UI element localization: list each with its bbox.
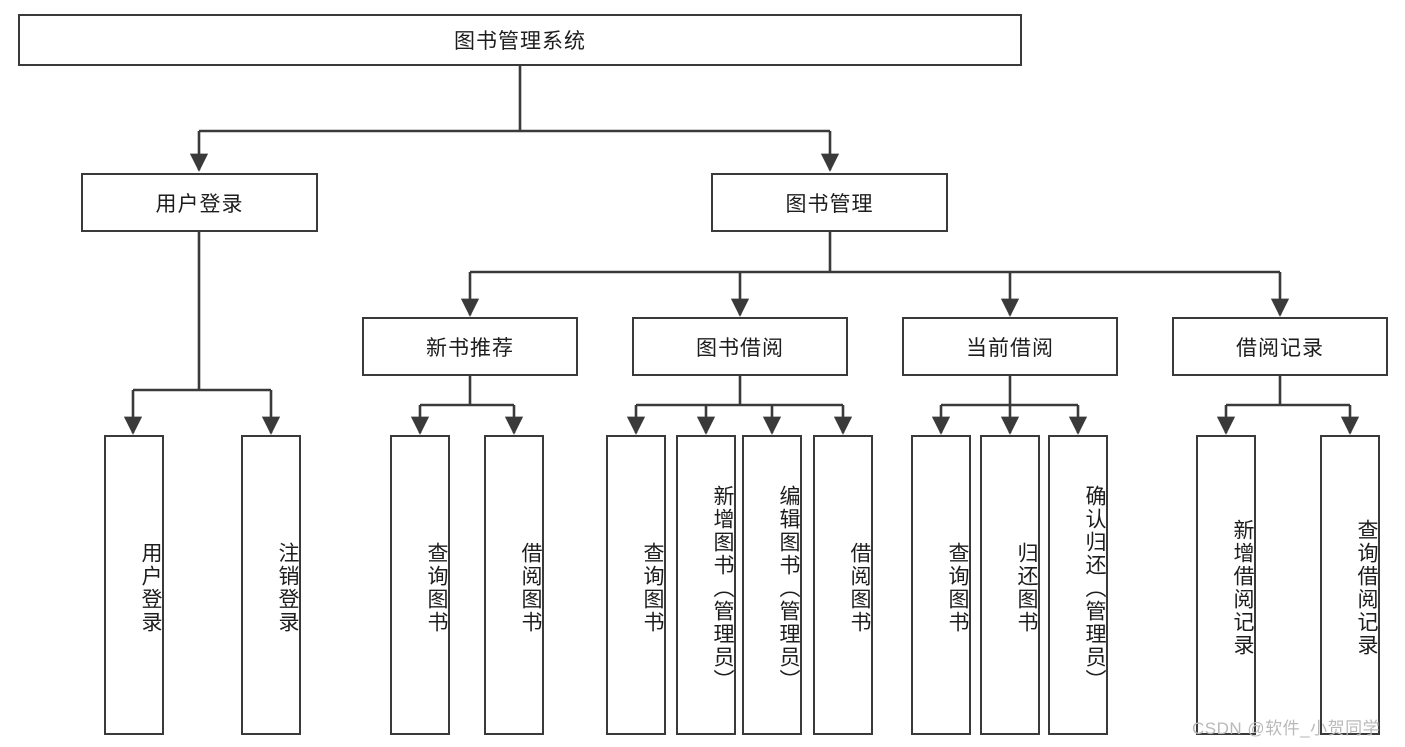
leaf-borrow-record-add[interactable]: 新增借阅记录 [1196, 435, 1256, 735]
node-label: 当前借阅 [966, 336, 1054, 360]
leaf-current-borrow-query[interactable]: 查询图书 [911, 435, 971, 735]
node-new-book-recommend[interactable]: 新书推荐 [362, 317, 578, 376]
leaf-new-book-borrow[interactable]: 借阅图书 [484, 435, 544, 735]
leaf-user-login-signin[interactable]: 用户登录 [104, 435, 164, 735]
node-label: 确认归还（管理员） [1083, 484, 1106, 692]
node-label: 借阅图书 [848, 542, 871, 634]
node-label: 注销登录 [276, 542, 299, 634]
node-label: 新书推荐 [426, 336, 514, 360]
leaf-current-borrow-return[interactable]: 归还图书 [980, 435, 1040, 735]
node-current-borrow[interactable]: 当前借阅 [902, 317, 1118, 376]
leaf-book-borrow-add[interactable]: 新增图书（管理员） [676, 435, 736, 735]
leaf-current-borrow-confirm-return[interactable]: 确认归还（管理员） [1048, 435, 1108, 735]
node-root-system[interactable]: 图书管理系统 [18, 14, 1022, 66]
leaf-new-book-query[interactable]: 查询图书 [390, 435, 450, 735]
leaf-user-login-signout[interactable]: 注销登录 [241, 435, 301, 735]
node-book-management[interactable]: 图书管理 [711, 173, 948, 232]
leaf-book-borrow-edit[interactable]: 编辑图书（管理员） [742, 435, 802, 735]
node-label: 图书管理系统 [454, 30, 586, 53]
node-book-borrow[interactable]: 图书借阅 [632, 317, 848, 376]
node-label: 查询图书 [425, 542, 448, 634]
node-label: 查询图书 [641, 542, 664, 634]
node-label: 查询借阅记录 [1355, 519, 1378, 657]
leaf-borrow-record-query[interactable]: 查询借阅记录 [1320, 435, 1380, 735]
node-label: 用户登录 [139, 542, 162, 634]
node-label: 归还图书 [1015, 542, 1038, 634]
node-label: 新增借阅记录 [1231, 519, 1254, 657]
leaf-book-borrow-query[interactable]: 查询图书 [606, 435, 666, 735]
node-label: 新增图书（管理员） [711, 484, 734, 692]
node-label: 查询图书 [946, 542, 969, 634]
leaf-book-borrow-lend[interactable]: 借阅图书 [813, 435, 873, 735]
node-label: 借阅记录 [1236, 336, 1324, 360]
node-label: 借阅图书 [519, 542, 542, 634]
node-label: 图书借阅 [696, 336, 784, 360]
node-borrow-record[interactable]: 借阅记录 [1172, 317, 1388, 376]
node-label: 图书管理 [785, 192, 874, 216]
node-label: 用户登录 [155, 192, 244, 216]
node-user-login[interactable]: 用户登录 [81, 173, 318, 232]
node-label: 编辑图书（管理员） [777, 484, 800, 692]
